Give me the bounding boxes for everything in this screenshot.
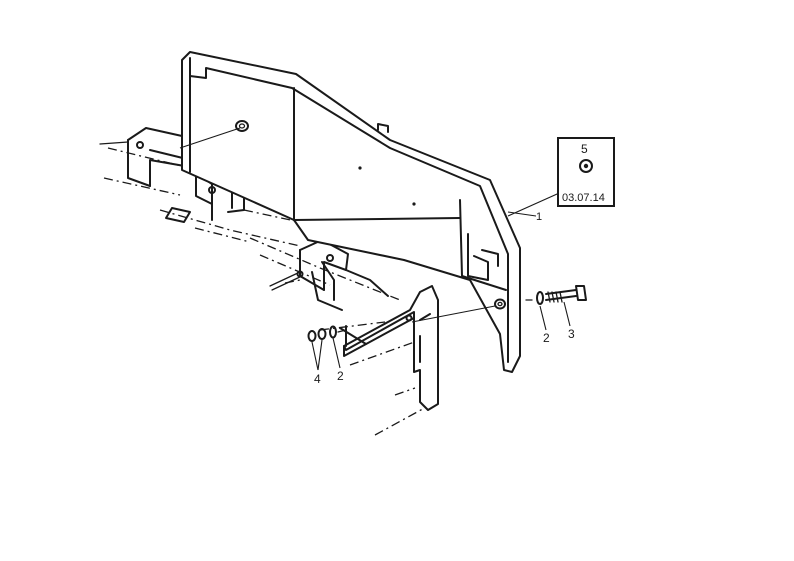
nuts-4 xyxy=(307,328,327,342)
washer-2-right xyxy=(525,291,544,305)
mount-washer-side xyxy=(411,298,506,323)
bolt-3 xyxy=(545,285,587,303)
callout-2-left: 2 xyxy=(337,369,344,383)
callout-4: 4 xyxy=(314,372,321,386)
callout-2-right: 2 xyxy=(543,331,550,345)
front-plate xyxy=(339,285,439,411)
reference-inset: 5 03.07.14 xyxy=(557,137,615,207)
washer-2-left xyxy=(329,325,347,339)
mount-washer-top xyxy=(179,120,249,149)
inset-reference: 03.07.14 xyxy=(562,192,605,204)
counterweight xyxy=(181,51,521,373)
callout-1: 1 xyxy=(536,211,542,223)
center-mount-bracket xyxy=(269,239,389,311)
inset-part-label: 5 xyxy=(581,142,588,156)
callout-3: 3 xyxy=(568,327,575,341)
callout-leaders xyxy=(311,189,571,371)
